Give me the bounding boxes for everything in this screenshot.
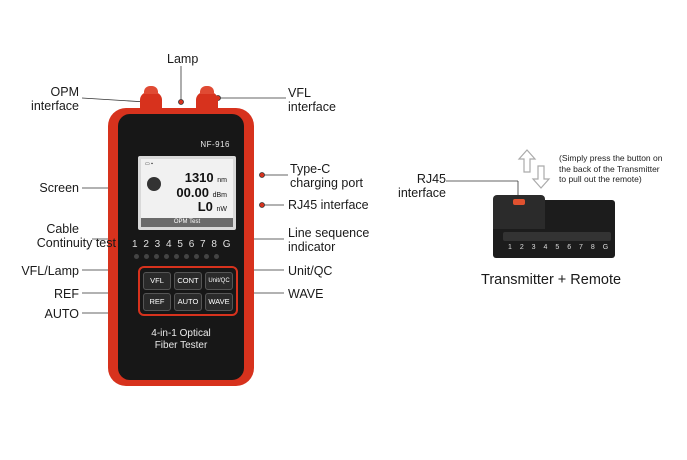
remote-pin-labels: 1 2 3 4 5 6 7 8 G bbox=[508, 244, 612, 251]
pull-arrow-icon bbox=[517, 149, 551, 189]
pin-labels: 1 2 3 4 5 6 7 8 G bbox=[132, 239, 232, 250]
device-face: NF-916 ▭ ▪ 1310 nm 00.00 dBm L0 nW OPM T… bbox=[118, 114, 244, 380]
screen-status-icons: ▭ ▪ bbox=[145, 161, 153, 167]
remote-release-button[interactable] bbox=[513, 199, 525, 205]
led bbox=[154, 254, 159, 259]
screen-mode: OPM Test bbox=[141, 218, 233, 227]
remote-rj45-label: RJ45 interface bbox=[398, 172, 446, 200]
wavelength-readout: 1310 nm bbox=[184, 170, 227, 185]
led bbox=[164, 254, 169, 259]
led bbox=[214, 254, 219, 259]
model-label: NF-916 bbox=[200, 140, 230, 149]
keypad: VFL CONT Unit/QC REF AUTO WAVE bbox=[138, 266, 238, 316]
device-title-line1: 4-in-1 Optical bbox=[151, 328, 211, 339]
remote-note: (Simply press the button on the back of … bbox=[559, 153, 663, 184]
callout-opm: OPM interface bbox=[31, 85, 79, 113]
opm-connector bbox=[140, 86, 162, 112]
callout-screen: Screen bbox=[39, 181, 79, 195]
led bbox=[204, 254, 209, 259]
vfl-button[interactable]: VFL bbox=[143, 272, 171, 290]
callout-line-sequence: Line sequence indicator bbox=[288, 226, 370, 254]
remote-caption: Transmitter + Remote bbox=[481, 272, 622, 288]
led bbox=[144, 254, 149, 259]
callout-wave: WAVE bbox=[288, 287, 324, 301]
unit-qc-button[interactable]: Unit/QC bbox=[205, 272, 233, 290]
led bbox=[184, 254, 189, 259]
callout-ref: REF bbox=[54, 287, 79, 301]
led bbox=[134, 254, 139, 259]
fiber-tester-device: NF-916 ▭ ▪ 1310 nm 00.00 dBm L0 nW OPM T… bbox=[108, 108, 254, 386]
device-screen: ▭ ▪ 1310 nm 00.00 dBm L0 nW OPM Test bbox=[138, 156, 236, 230]
callout-auto: AUTO bbox=[44, 307, 80, 321]
laser-icon bbox=[147, 177, 161, 191]
auto-button[interactable]: AUTO bbox=[174, 293, 202, 311]
callout-lamp: Lamp bbox=[167, 52, 199, 66]
nw-readout: L0 nW bbox=[197, 199, 227, 214]
callout-vfl-lamp: VFL/Lamp bbox=[21, 264, 79, 278]
remote-led-slot bbox=[503, 232, 611, 241]
device-title-line2: Fiber Tester bbox=[154, 340, 208, 351]
ref-button[interactable]: REF bbox=[143, 293, 171, 311]
power-readout: 00.00 dBm bbox=[176, 185, 227, 200]
callout-cable: Cable bbox=[46, 222, 79, 236]
callout-vfl-interface: VFL interface bbox=[288, 86, 336, 114]
device-title: 4-in-1 Optical Fiber Tester bbox=[118, 328, 244, 352]
callout-unit-qc: Unit/QC bbox=[288, 264, 333, 278]
led-row bbox=[134, 254, 219, 259]
callout-rj45: RJ45 interface bbox=[288, 198, 369, 212]
vfl-connector bbox=[196, 86, 218, 112]
callout-typec: Type-C charging port bbox=[290, 162, 363, 190]
led bbox=[194, 254, 199, 259]
wave-button[interactable]: WAVE bbox=[205, 293, 233, 311]
cont-button[interactable]: CONT bbox=[174, 272, 202, 290]
led bbox=[174, 254, 179, 259]
callout-continuity: Continuity test bbox=[36, 236, 116, 250]
